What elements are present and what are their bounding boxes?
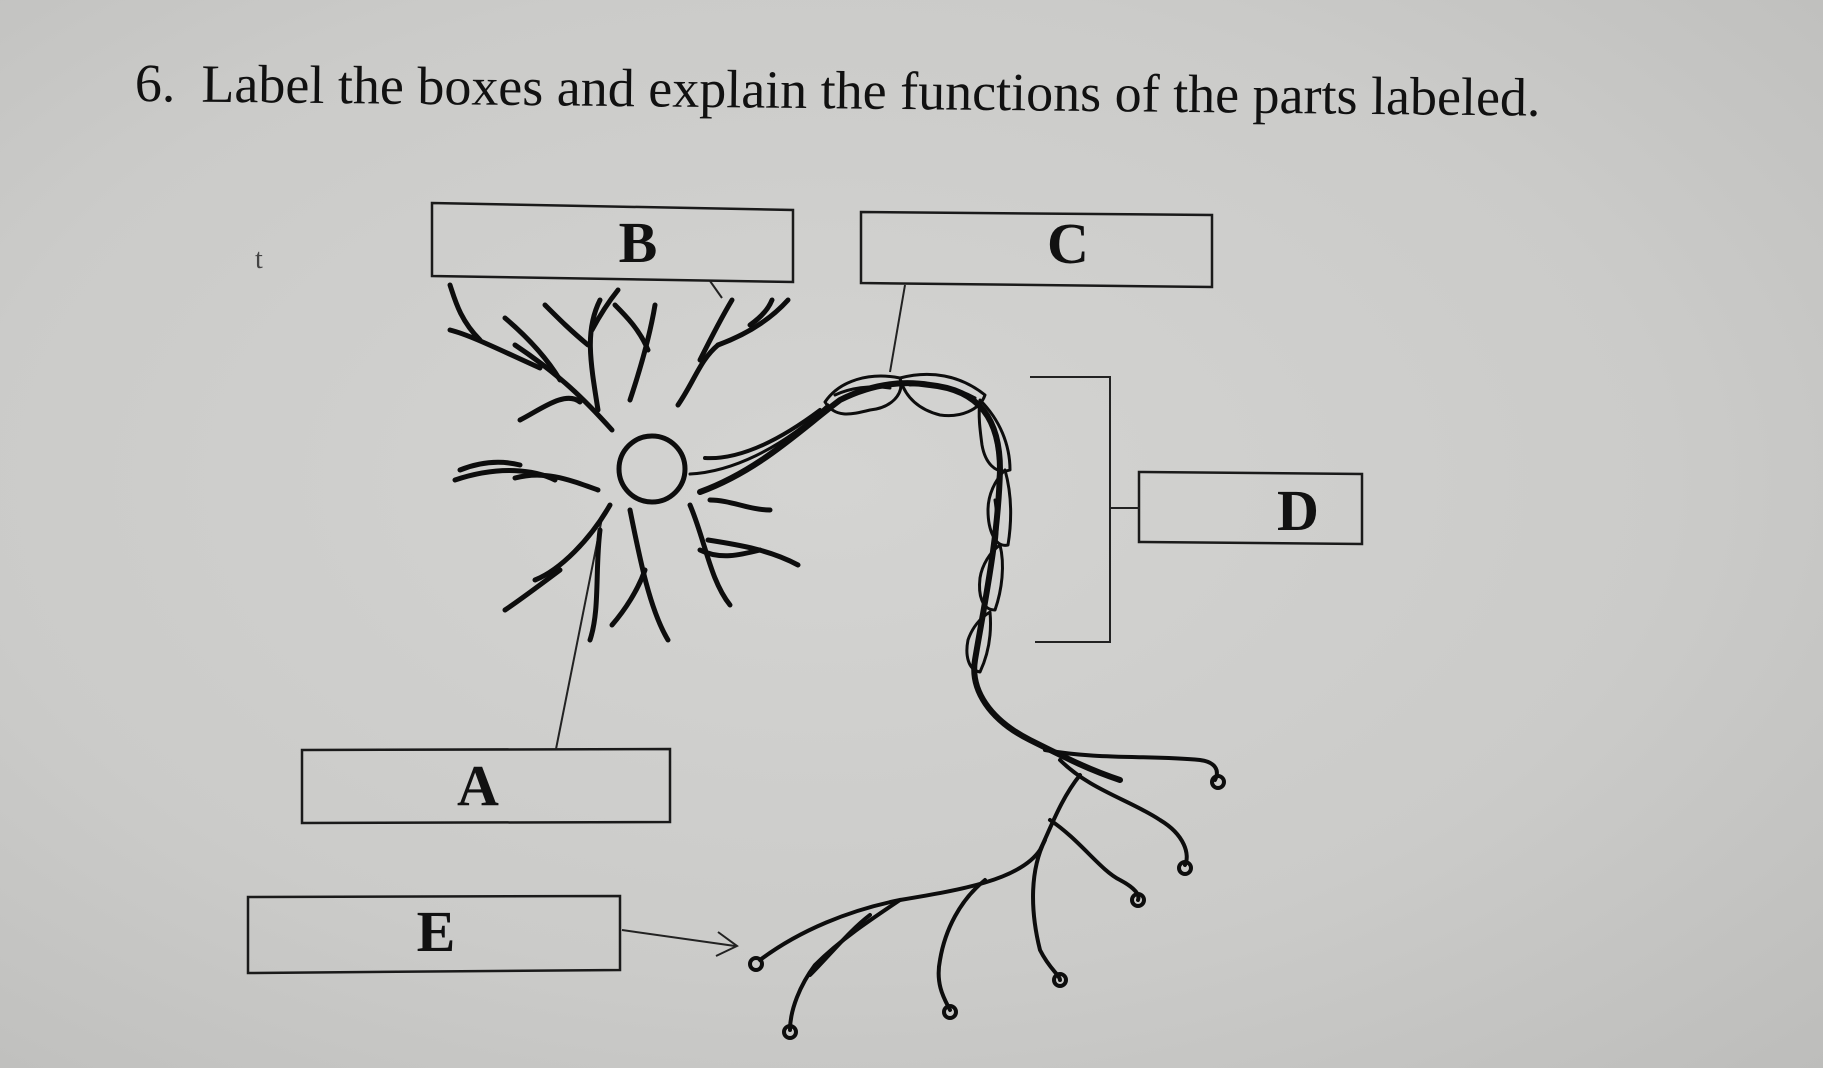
label-e-text: E — [417, 899, 456, 964]
label-box-c[interactable]: C — [859, 210, 1214, 289]
pointer-line-c — [889, 284, 906, 373]
axon-terminals — [748, 748, 1226, 1040]
label-d-text: D — [1277, 478, 1319, 543]
label-box-d[interactable]: D — [1137, 470, 1364, 546]
myelin-sheath — [823, 372, 1013, 674]
label-box-a-frame — [300, 747, 672, 825]
axon — [688, 380, 1123, 783]
label-a-text: A — [457, 753, 499, 818]
label-box-d-frame — [1137, 470, 1364, 546]
label-c-text: C — [1047, 211, 1089, 276]
stray-mark: t — [255, 244, 263, 275]
label-box-c-frame — [859, 210, 1214, 289]
nucleus-circle — [616, 433, 688, 505]
dendrites — [447, 282, 801, 643]
label-box-b-frame — [430, 201, 795, 284]
bracket-d — [1030, 376, 1140, 643]
label-box-a[interactable]: A — [300, 747, 672, 825]
cell-body — [616, 433, 688, 505]
pointer-line-b — [709, 280, 723, 299]
pointer-arrow-e — [621, 929, 739, 957]
pointer-line-a — [555, 517, 603, 750]
label-box-e-frame — [246, 894, 622, 975]
label-box-e[interactable]: E — [246, 894, 622, 975]
label-b-text: B — [619, 210, 658, 275]
label-box-b[interactable]: B — [430, 201, 795, 284]
